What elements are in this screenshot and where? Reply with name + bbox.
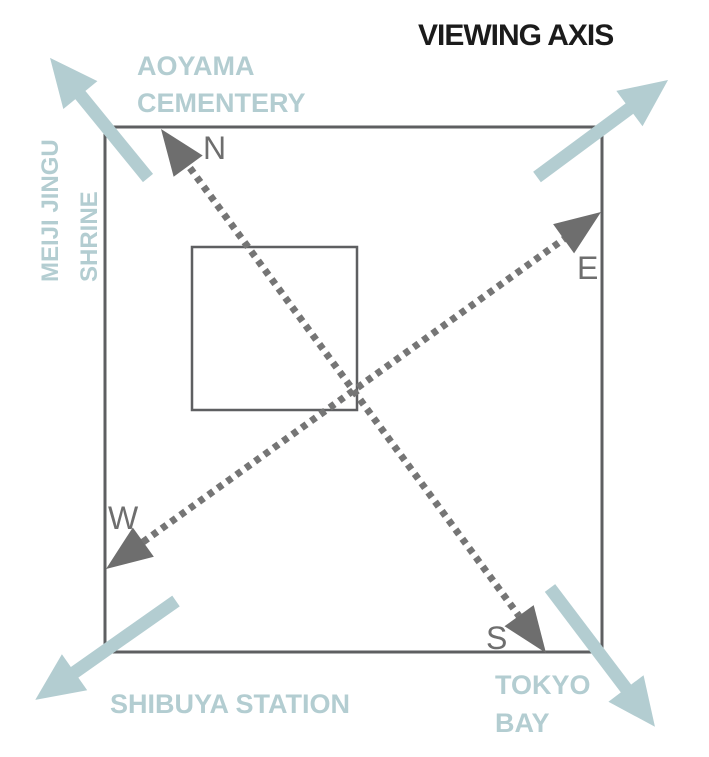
arrowhead-shape (504, 605, 546, 653)
site-boundary-square (103, 125, 604, 654)
north-arrowhead-icon (161, 129, 203, 177)
label-meiji-jingu-shrine-line2: SHRINE (76, 191, 103, 282)
label-tokyo-bay-line1: TOKYO (495, 670, 591, 700)
arrow-head (608, 675, 655, 727)
viewing-arrow-northeast-icon (533, 80, 669, 183)
east-arrowhead-icon (553, 212, 601, 254)
arrow-shaft (544, 584, 633, 695)
label-meiji-jingu-shrine-line1: MEIJI JINGU (37, 139, 64, 282)
label-shibuya-station: SHIBUYA STATION (110, 689, 350, 719)
viewing-arrow-southeast-icon (544, 584, 655, 727)
west-east-axis-dotted-line (140, 236, 567, 545)
arrow-head (35, 654, 88, 700)
arrow-head (50, 57, 98, 109)
building-square (190, 245, 359, 412)
viewing-arrow-southwest-icon (35, 595, 180, 700)
compass-label-east: E (577, 250, 598, 286)
west-arrowhead-icon (106, 527, 154, 569)
arrow-head (616, 80, 669, 127)
label-aoyama-cemetery-line2: CEMENTERY (137, 88, 306, 118)
arrowhead-shape (106, 527, 154, 569)
compass-label-south: S (486, 620, 507, 656)
compass-label-west: W (108, 500, 139, 536)
label-aoyama-cemetery-line1: AOYAMA (137, 51, 255, 81)
viewing-arrow-northwest-icon (50, 57, 154, 183)
arrow-shaft (73, 88, 154, 183)
arrowhead-shape (553, 212, 601, 254)
south-arrowhead-icon (504, 605, 546, 653)
north-south-axis-dotted-line (187, 165, 522, 619)
label-tokyo-bay-line2: BAY (495, 708, 550, 738)
page-title: VIEWING AXIS (418, 19, 613, 52)
compass-label-north: N (203, 130, 226, 166)
arrow-shaft (68, 595, 180, 680)
arrow-shaft (533, 101, 636, 183)
arrowhead-shape (161, 129, 203, 177)
